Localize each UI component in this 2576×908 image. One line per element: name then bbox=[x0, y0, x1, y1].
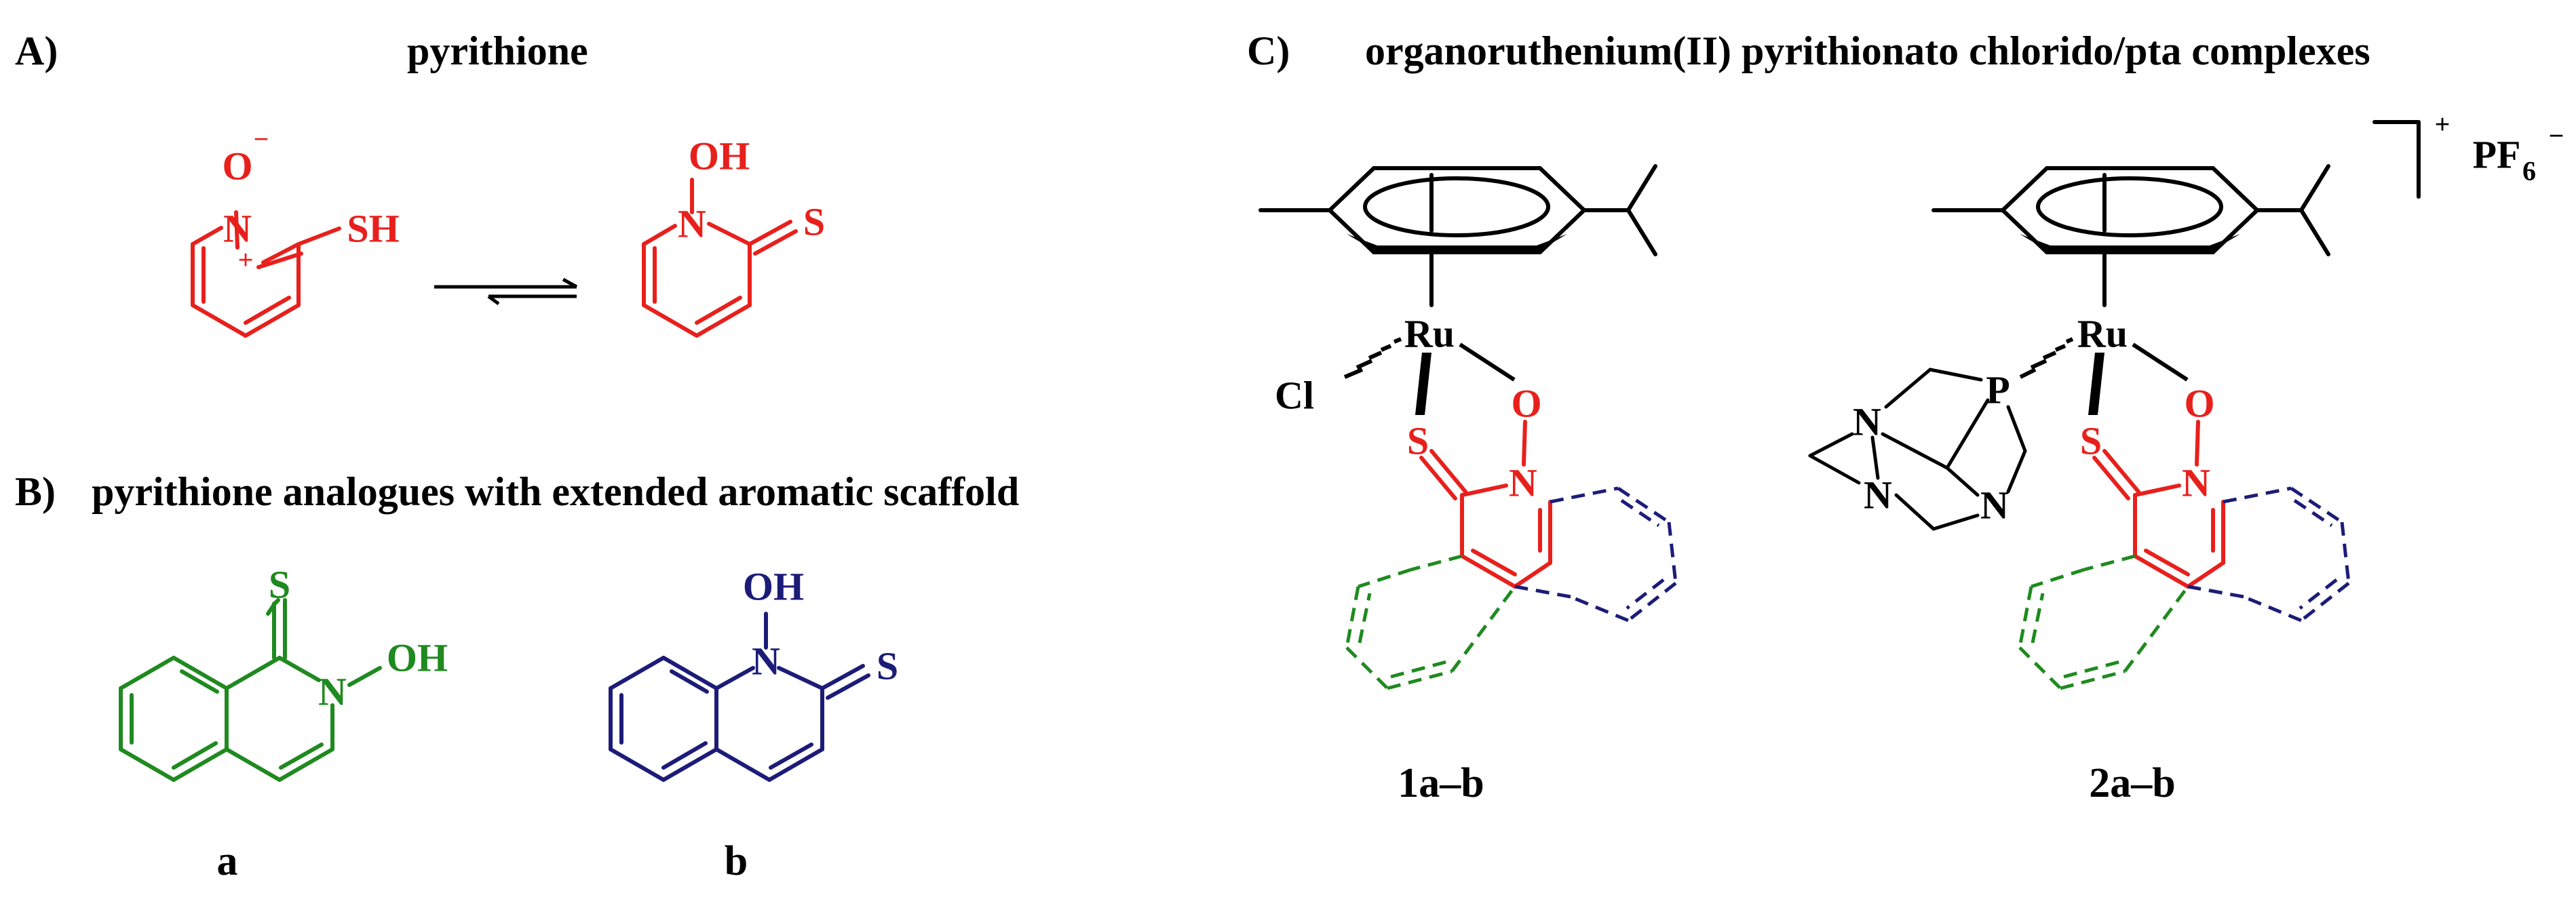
complex-1-isoquinoline-fusion bbox=[1345, 554, 1517, 690]
complex-2-quinoline-fusion bbox=[2187, 486, 2351, 623]
atom-s: S bbox=[269, 563, 290, 607]
panel-a-title: pyrithione bbox=[407, 28, 588, 73]
pta-cage bbox=[1808, 368, 2027, 531]
pyrithione-n-oxide-tautomer bbox=[191, 210, 341, 338]
complex-2-arene bbox=[1931, 120, 2421, 307]
atom-n: N bbox=[2182, 461, 2210, 505]
atom-n: N bbox=[678, 202, 706, 246]
atom-n: N bbox=[1853, 400, 1881, 444]
atom-n: N bbox=[1509, 461, 1537, 505]
atom-ru: Ru bbox=[2077, 312, 2128, 356]
atom-s: S bbox=[2080, 419, 2102, 463]
charge-minus: − bbox=[254, 124, 269, 155]
atom-ru: Ru bbox=[1404, 312, 1455, 356]
complex-1-pyrithionato-ring bbox=[1419, 420, 1552, 589]
atom-oh: OH bbox=[689, 134, 750, 178]
panel-c-title: organoruthenium(II) pyrithionato chlorid… bbox=[1365, 28, 2370, 73]
complex-1-ru-bonds bbox=[1343, 337, 1516, 415]
atom-n: N bbox=[223, 207, 252, 251]
atom-s: S bbox=[1407, 419, 1429, 463]
atom-p: P bbox=[1986, 368, 2010, 412]
label-compound-b: b bbox=[725, 838, 748, 884]
label-complex-2: 2a–b bbox=[2089, 760, 2175, 806]
complex-2-ru-bonds bbox=[2019, 337, 2189, 415]
counterion-pf: PF bbox=[2473, 133, 2521, 177]
atom-s: S bbox=[877, 644, 898, 688]
complex-1-arene bbox=[1258, 164, 1657, 307]
panel-b-letter: B) bbox=[15, 469, 56, 514]
isoquinoline-a-bonds bbox=[119, 601, 382, 782]
atom-o: O bbox=[2184, 382, 2214, 426]
panel-c-letter: C) bbox=[1247, 28, 1290, 73]
panel-b-title: pyrithione analogues with extended aroma… bbox=[92, 469, 1019, 514]
pyrithione-thione-tautomer bbox=[642, 178, 798, 338]
atom-n: N bbox=[1864, 473, 1892, 517]
atom-oh: OH bbox=[743, 565, 804, 609]
label-compound-a: a bbox=[217, 838, 238, 884]
atom-o: O bbox=[222, 144, 252, 189]
quinoline-analogue-b bbox=[609, 612, 870, 782]
cation-charge-plus: + bbox=[2435, 109, 2450, 140]
complex-2-isoquinoline-fusion bbox=[2018, 554, 2190, 690]
atom-n: N bbox=[752, 639, 780, 684]
panel-a-letter: A) bbox=[15, 28, 58, 73]
atom-n: N bbox=[318, 670, 347, 714]
atom-s: S bbox=[803, 200, 825, 244]
atom-sh: SH bbox=[347, 207, 399, 251]
atom-o: O bbox=[1511, 382, 1541, 426]
charge-plus: + bbox=[238, 245, 254, 275]
counterion-subscript-6: 6 bbox=[2522, 156, 2536, 186]
atom-n: N bbox=[1980, 483, 2009, 528]
counterion-minus: − bbox=[2549, 121, 2564, 151]
label-complex-1: 1a–b bbox=[1398, 760, 1484, 806]
atom-cl: Cl bbox=[1275, 374, 1314, 418]
complex-2-pyrithionato-ring bbox=[2092, 420, 2225, 589]
equilibrium-arrows bbox=[434, 277, 578, 306]
complex-1-quinoline-fusion bbox=[1514, 486, 1678, 623]
atom-oh: OH bbox=[387, 636, 448, 680]
